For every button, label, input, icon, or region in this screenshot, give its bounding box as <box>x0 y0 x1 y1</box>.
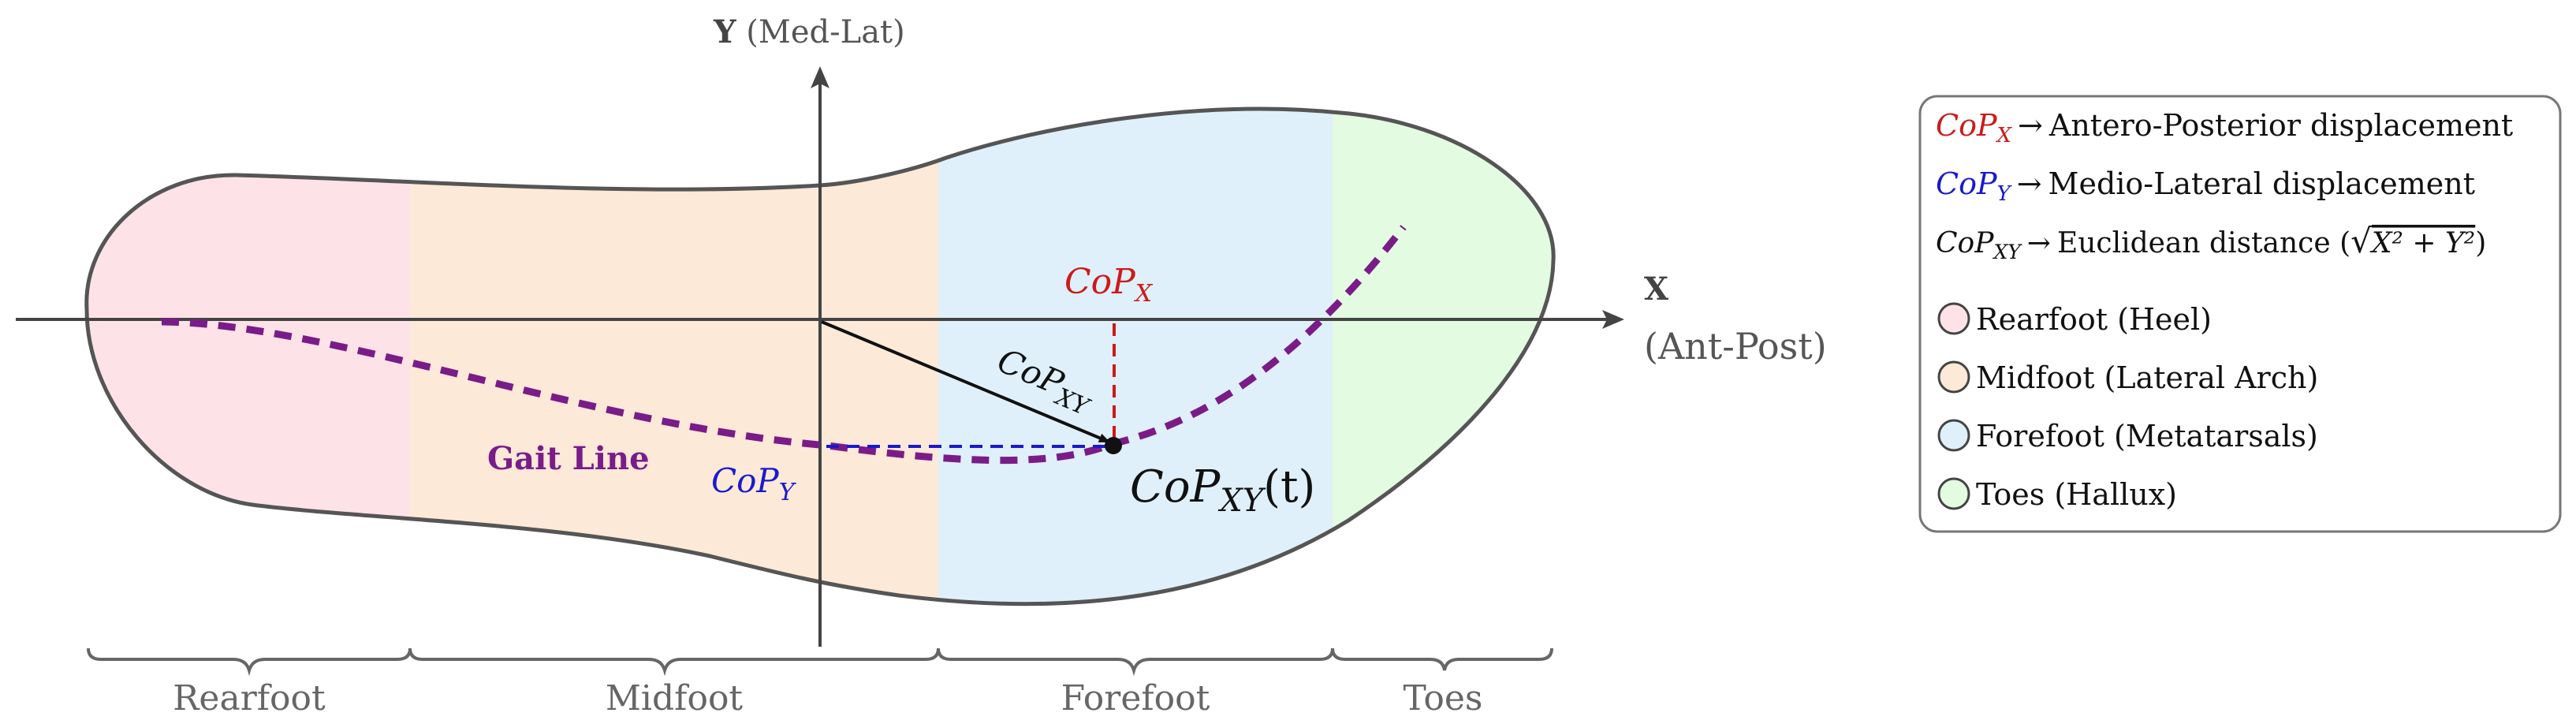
x-axis-arrowhead <box>1602 310 1624 329</box>
brace-midfoot <box>408 647 940 677</box>
region-braces <box>87 647 1553 677</box>
brace-label-forefoot: Forefoot <box>1061 678 1210 718</box>
y-axis-letter: Y <box>713 13 736 50</box>
legend-swatch-forefoot <box>1937 419 1970 452</box>
region-toes <box>1333 109 1554 604</box>
brace-rearfoot <box>87 647 412 677</box>
brace-label-midfoot: Midfoot <box>606 678 744 718</box>
brace-label-rearfoot: Rearfoot <box>173 678 326 718</box>
cop-point <box>1105 437 1122 454</box>
sqrt-radicand: X² + Y² <box>2369 227 2475 259</box>
gait-line-label: Gait Line <box>487 440 650 477</box>
cop-y-label: CoPY <box>711 461 797 506</box>
legend-swatch-toes <box>1937 477 1970 510</box>
brace-toes <box>1331 647 1553 671</box>
region-rearfoot <box>86 109 410 604</box>
cop-xy-vector <box>821 320 1110 443</box>
brace-label-toes: Toes <box>1403 678 1482 718</box>
legend-swatch-rearfoot <box>1937 302 1970 335</box>
gait-line <box>161 225 1407 465</box>
legend-box <box>1918 95 2562 533</box>
legend-label-midfoot: Midfoot (Lateral Arch) <box>1976 360 2318 395</box>
legend-cop-y-row: CoPY→Medio-Lateral displacement <box>1936 166 2475 206</box>
region-midfoot <box>410 109 938 604</box>
foot-outline <box>84 106 1556 606</box>
legend-cop-xy-row: CoPXY→Euclidean distance (√X² + Y²) <box>1936 222 2486 263</box>
foot-regions <box>86 109 1554 604</box>
cop-xy-t-label: CoPXY(t) <box>1130 461 1315 519</box>
x-axis-title: (Ant-Post) <box>1644 325 1827 368</box>
y-axis-label: Y (Med-Lat) <box>713 13 905 50</box>
cop-x-label: CoPX <box>1064 262 1154 308</box>
y-axis-arrowhead <box>811 66 829 88</box>
sqrt-sign: √ <box>2350 222 2372 260</box>
legend-label-rearfoot: Rearfoot (Heel) <box>1976 302 2212 337</box>
legend: CoPX→Antero-Posterior displacement CoPY→… <box>1918 95 2562 533</box>
brace-forefoot <box>937 647 1334 677</box>
legend-cop-x-row: CoPX→Antero-Posterior displacement <box>1936 108 2513 147</box>
x-axis-letter: X <box>1644 271 1668 308</box>
legend-label-toes: Toes (Hallux) <box>1976 477 2177 512</box>
legend-label-forefoot: Forefoot (Metatarsals) <box>1976 419 2318 453</box>
axes <box>16 66 1624 647</box>
region-forefoot <box>938 109 1333 604</box>
y-axis-title: (Med-Lat) <box>746 14 904 50</box>
legend-swatch-midfoot <box>1937 360 1970 394</box>
